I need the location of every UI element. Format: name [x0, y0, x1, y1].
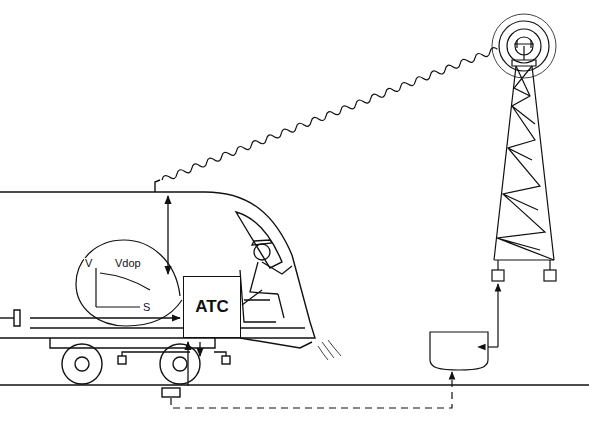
- trackside-cabinet: [430, 332, 488, 370]
- rail: [0, 384, 589, 385]
- floor-line: [30, 327, 305, 328]
- seat: [240, 270, 276, 322]
- graph-label: S: [142, 302, 151, 313]
- radio-tower: [492, 14, 556, 281]
- cab-link: [242, 290, 262, 305]
- sensor-link: [199, 342, 200, 356]
- cabinet-link: [497, 284, 498, 347]
- driver-cap: [252, 240, 272, 245]
- tower-antenna: [514, 40, 534, 60]
- control-box: ATC: [183, 276, 241, 338]
- balise-link: [187, 342, 188, 386]
- transceiver: [544, 270, 556, 281]
- driver: [240, 240, 292, 322]
- driver-leg: [278, 294, 284, 318]
- tower-legs: [494, 66, 554, 260]
- radio-wave: [161, 46, 499, 182]
- wheel: [160, 344, 200, 384]
- hub: [173, 357, 187, 371]
- tower-lattice: [497, 66, 554, 260]
- wave-ring: [499, 21, 549, 71]
- headlight-wire: [30, 317, 130, 318]
- tower-feed: [497, 260, 498, 270]
- antenna: [155, 180, 160, 192]
- sensor-wire: [214, 352, 226, 356]
- sensor-wire: [122, 352, 190, 356]
- train-body: [0, 192, 315, 338]
- train: [0, 180, 589, 397]
- beam: [318, 340, 341, 360]
- cab-window: [236, 212, 282, 268]
- cabinet-link-end: [478, 346, 488, 347]
- hub: [75, 357, 89, 371]
- transceiver: [492, 270, 504, 281]
- skirt: [240, 338, 312, 348]
- tower-platform: [512, 60, 536, 66]
- balise-cable: [171, 372, 452, 408]
- tower-feed: [549, 260, 550, 270]
- train-wiring: [30, 196, 262, 386]
- sensor: [118, 356, 126, 364]
- wave-ring: [492, 14, 556, 78]
- cabinet-link: [488, 346, 498, 347]
- box-label: ATC: [195, 297, 229, 317]
- balise: [162, 388, 180, 397]
- wheel: [62, 344, 102, 384]
- axis-v: [95, 268, 96, 307]
- speed-curve: [100, 273, 150, 290]
- wave-ring: [507, 29, 541, 63]
- tower-base: [494, 259, 554, 260]
- driver-head: [254, 244, 270, 260]
- lamp: [14, 310, 20, 326]
- graph-label: V: [84, 258, 93, 269]
- graph-bubble: [76, 240, 182, 326]
- speed-graph: [76, 240, 182, 326]
- trackside: [171, 284, 498, 408]
- graph-label: Vdop: [114, 258, 142, 269]
- coupler: [0, 317, 14, 318]
- driver-body: [250, 262, 292, 294]
- headlight-link: [130, 317, 180, 318]
- sensor: [222, 356, 230, 364]
- axis-s: [96, 306, 140, 307]
